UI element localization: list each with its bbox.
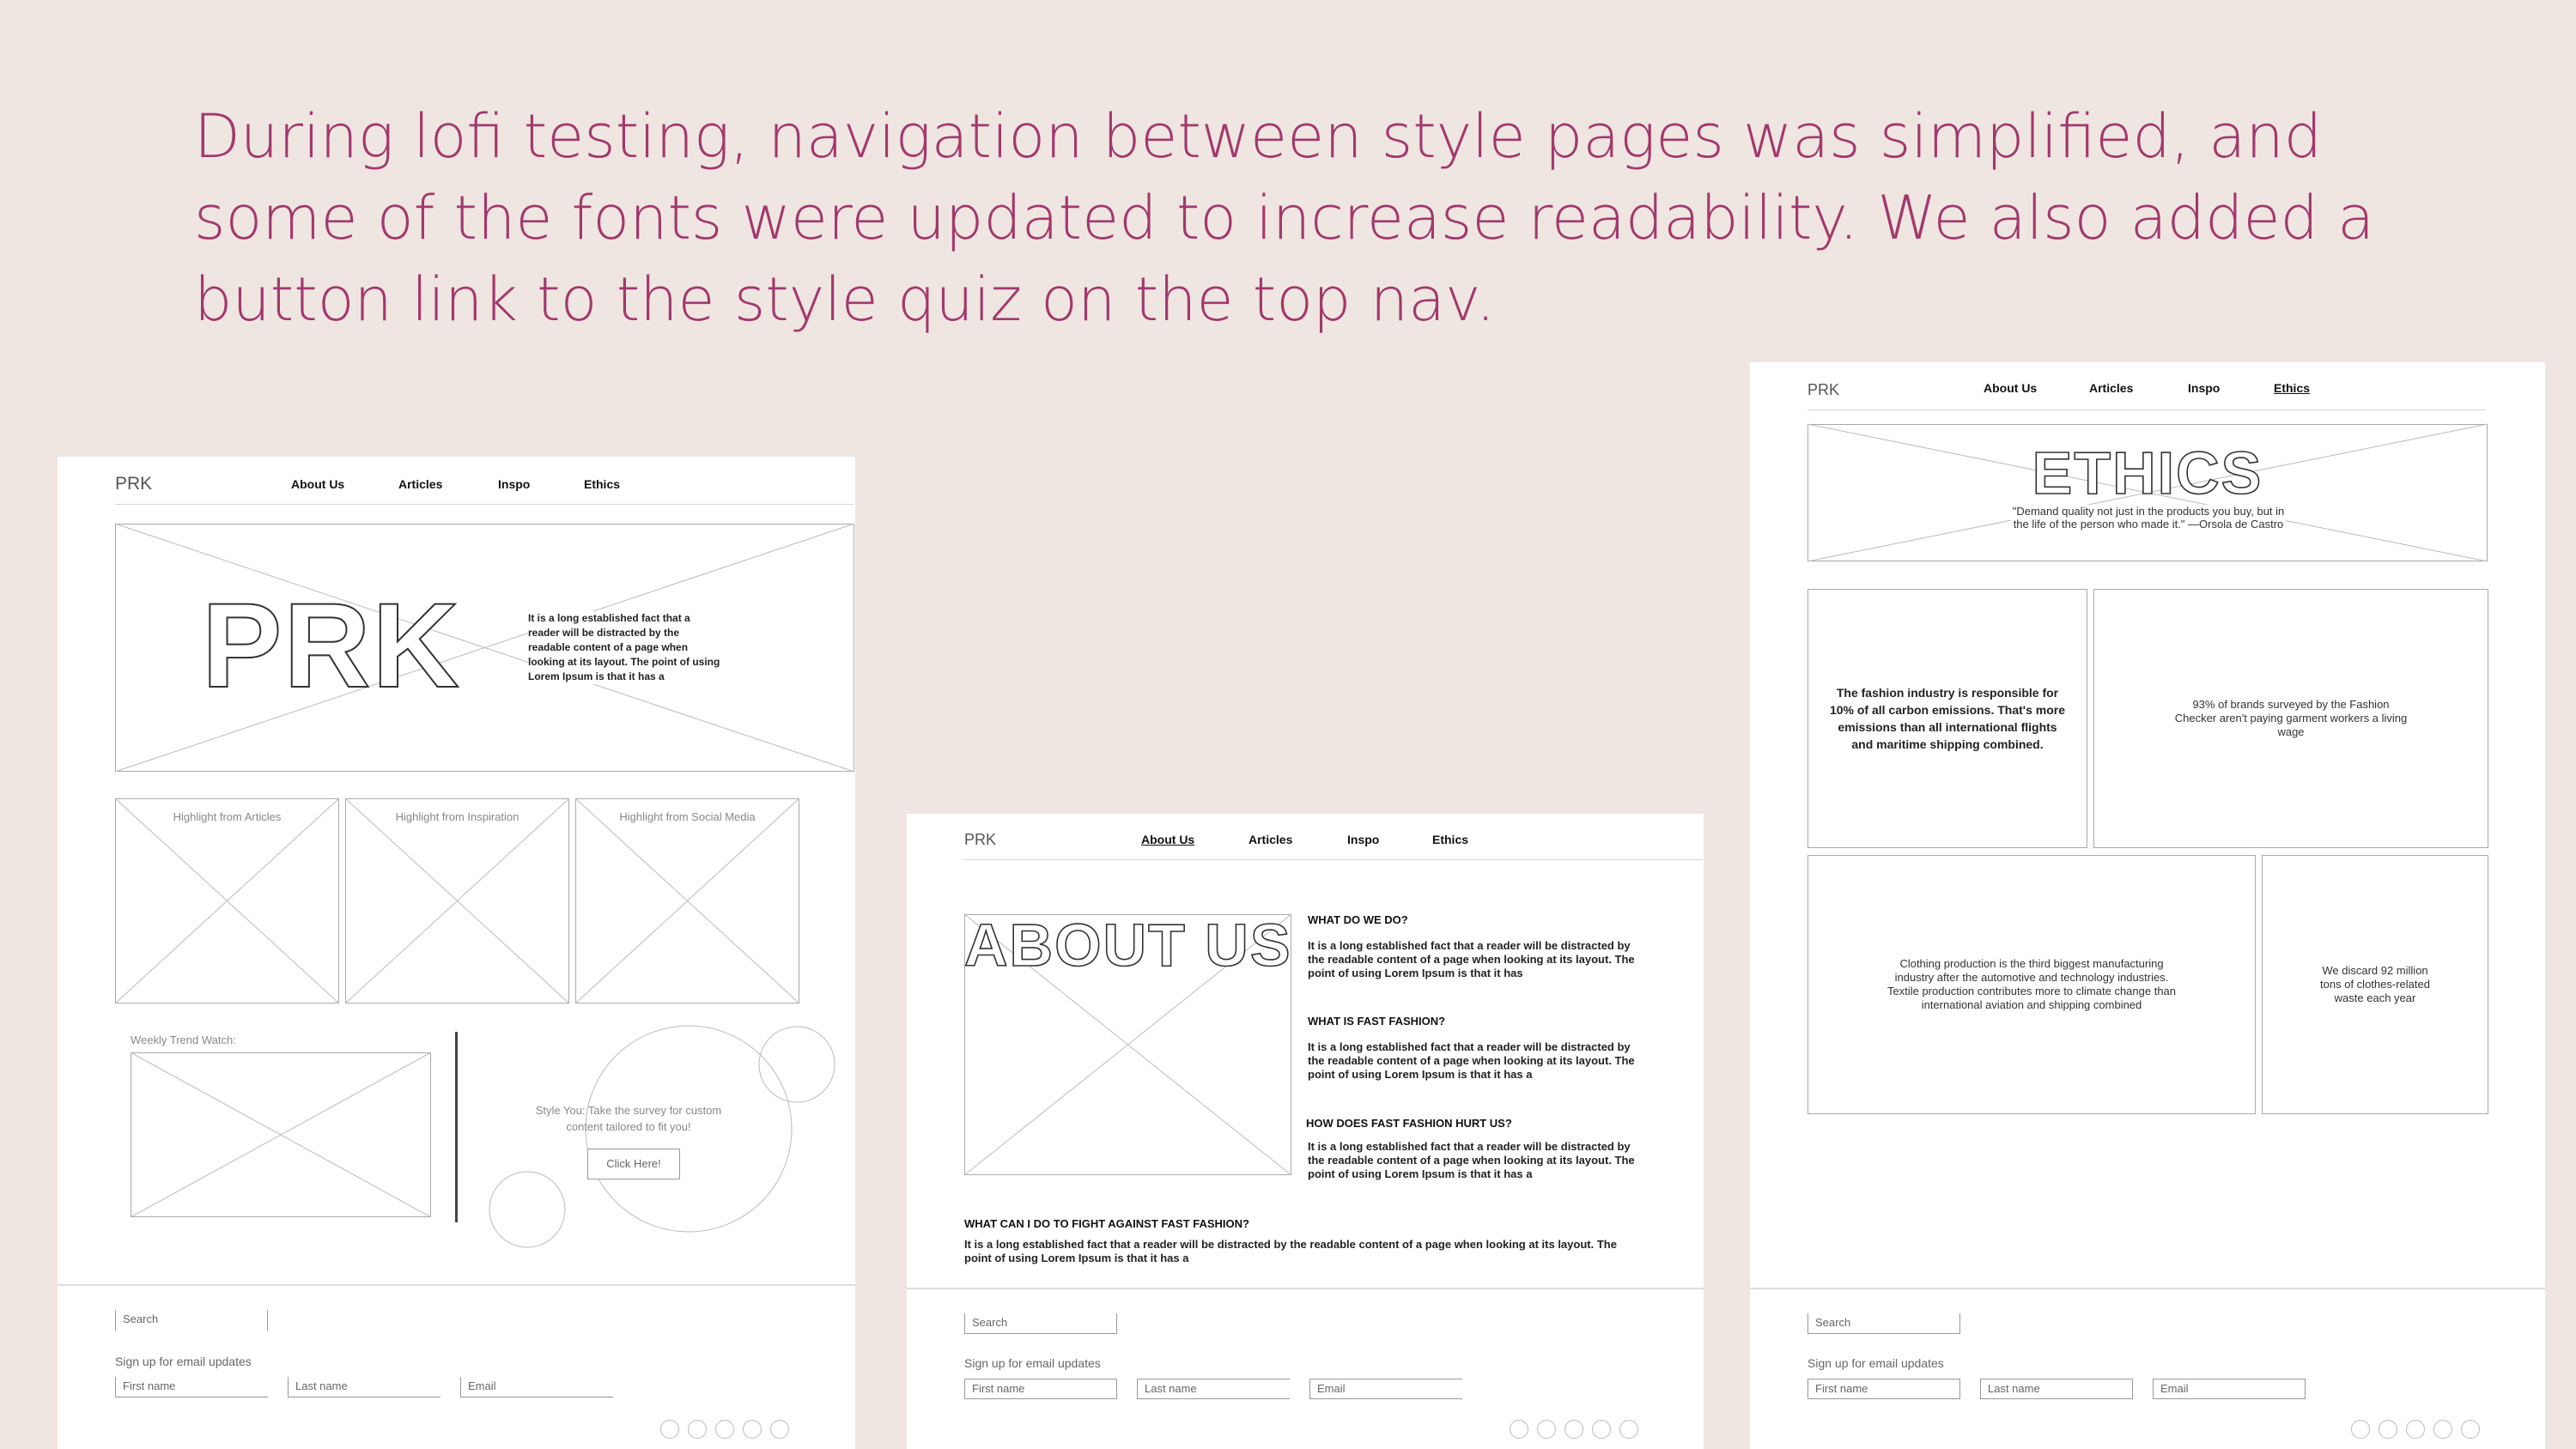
email-field[interactable]: Email — [1309, 1379, 1462, 1399]
footer: Search Sign up for email updates First n… — [907, 1288, 1704, 1449]
nav-ethics[interactable]: Ethics — [584, 477, 621, 491]
highlight-card-articles — [114, 797, 340, 1004]
nav-divider — [115, 504, 854, 505]
social-icon[interactable] — [770, 1420, 789, 1439]
section-body: It is a long established fact that a rea… — [1308, 1140, 1635, 1180]
social-icon[interactable] — [1510, 1420, 1528, 1439]
fact-card: 93% of brands surveyed by the Fashion Ch… — [2093, 589, 2488, 848]
fact-text: Clothing production is the third biggest… — [1886, 957, 2177, 1011]
first-name-field[interactable]: First name — [964, 1379, 1117, 1399]
social-icon[interactable] — [688, 1420, 707, 1439]
home-wireframe: PRK About Us Articles Inspo Ethics PRK I… — [58, 457, 855, 1449]
signup-label: Sign up for email updates — [115, 1355, 252, 1368]
first-name-field[interactable]: First name — [1807, 1379, 1960, 1399]
section-title: WHAT IS FAST FASHION? — [1308, 1015, 1446, 1028]
section-title: WHAT DO WE DO? — [1308, 913, 1408, 926]
hero-image-placeholder — [114, 523, 855, 773]
logo[interactable]: PRK — [964, 831, 997, 848]
nav-inspo[interactable]: Inspo — [2188, 381, 2221, 395]
signup-label: Sign up for email updates — [964, 1356, 1101, 1370]
nav-articles[interactable]: Articles — [2089, 381, 2134, 395]
social-icon[interactable] — [715, 1420, 734, 1439]
highlight-card-inspiration — [344, 797, 570, 1004]
footer: Search Sign up for email updates First n… — [58, 1284, 855, 1449]
ethics-quote: "Demand quality not just in the products… — [2011, 505, 2286, 530]
nav-ethics[interactable]: Ethics — [2274, 381, 2311, 395]
quiz-bubbles — [489, 1025, 835, 1248]
about-hero-word: ABOUT US — [963, 912, 1292, 979]
social-icon[interactable] — [1592, 1420, 1611, 1439]
social-icon[interactable] — [743, 1420, 762, 1439]
ethics-wireframe: PRK About Us Articles Inspo Ethics ETHIC… — [1750, 362, 2545, 1449]
section-title: HOW DOES FAST FASHION HURT US? — [1306, 1117, 1512, 1130]
section-body: It is a long established fact that a rea… — [1308, 1040, 1635, 1081]
trend-watch-label: Weekly Trend Watch: — [131, 1034, 236, 1046]
bottom-body: It is a long established fact that a rea… — [964, 1238, 1617, 1264]
bottom-title: WHAT CAN I DO TO FIGHT AGAINST FAST FASH… — [964, 1217, 1249, 1230]
fact-text: The fashion industry is responsible for … — [1829, 686, 2066, 751]
social-icon[interactable] — [2433, 1420, 2452, 1439]
nav-articles[interactable]: Articles — [398, 477, 443, 491]
about-image-placeholder — [963, 913, 1292, 1176]
first-name-field[interactable]: First name — [115, 1377, 268, 1397]
nav-inspo[interactable]: Inspo — [1347, 833, 1380, 846]
nav-divider — [964, 859, 1703, 860]
fact-card: The fashion industry is responsible for … — [1807, 589, 2087, 848]
search-input[interactable]: Search — [1807, 1313, 1960, 1334]
about-wireframe: PRK About Us Articles Inspo Ethics ABOUT… — [907, 814, 1704, 1449]
highlight-card-social-media — [574, 797, 800, 1004]
fact-card: We discard 92 million tons of clothes-re… — [2262, 855, 2488, 1114]
social-icon[interactable] — [2351, 1420, 2370, 1439]
section-body: It is a long established fact that a rea… — [1308, 939, 1635, 979]
fact-card: Clothing production is the third biggest… — [1807, 855, 2256, 1114]
nav-about-us[interactable]: About Us — [291, 477, 345, 491]
social-icon[interactable] — [1564, 1420, 1583, 1439]
fact-text: 93% of brands surveyed by the Fashion Ch… — [2174, 698, 2408, 738]
email-field[interactable]: Email — [460, 1377, 613, 1397]
fact-text: We discard 92 million tons of clothes-re… — [2320, 964, 2430, 1004]
intro-heading: During lofi testing, navigation between … — [194, 101, 2375, 335]
section-divider — [455, 1032, 458, 1222]
last-name-field[interactable]: Last name — [1137, 1379, 1290, 1399]
nav-ethics[interactable]: Ethics — [1432, 833, 1469, 846]
highlight-label-inspiration: Highlight from Inspiration — [395, 810, 519, 823]
social-icon[interactable] — [1537, 1420, 1556, 1439]
nav-about-us[interactable]: About Us — [1984, 381, 2038, 395]
nav-inspo[interactable]: Inspo — [498, 477, 531, 491]
logo[interactable]: PRK — [1807, 381, 1840, 398]
ethics-hero-word: ETHICS — [2032, 440, 2263, 506]
email-field[interactable]: Email — [2153, 1379, 2306, 1399]
nav-articles[interactable]: Articles — [1249, 833, 1293, 846]
quiz-text: Style You: Take the survey for custom co… — [535, 1104, 722, 1133]
ethics-banner-placeholder — [1807, 423, 2488, 562]
search-input[interactable]: Search — [115, 1310, 268, 1331]
hero-word: PRK — [201, 578, 461, 712]
highlight-label-articles: Highlight from Articles — [173, 810, 282, 823]
social-icons — [660, 1420, 789, 1439]
highlight-label-social-media: Highlight from Social Media — [619, 810, 756, 823]
quiz-button[interactable]: Click Here! — [587, 1149, 680, 1179]
nav-divider — [1807, 409, 2486, 410]
hero-text: It is a long established fact that a rea… — [528, 611, 724, 684]
footer: Search Sign up for email updates First n… — [1750, 1288, 2545, 1449]
trend-watch-placeholder — [130, 1052, 432, 1218]
social-icon[interactable] — [660, 1420, 679, 1439]
last-name-field[interactable]: Last name — [1980, 1379, 2133, 1399]
social-icon[interactable] — [2406, 1420, 2425, 1439]
social-icons — [2351, 1420, 2480, 1439]
signup-label: Sign up for email updates — [1807, 1356, 1944, 1370]
nav-about-us[interactable]: About Us — [1141, 833, 1195, 846]
logo[interactable]: PRK — [115, 474, 153, 494]
social-icon[interactable] — [2461, 1420, 2480, 1439]
social-icons — [1510, 1420, 1638, 1439]
social-icon[interactable] — [1619, 1420, 1638, 1439]
social-icon[interactable] — [2379, 1420, 2397, 1439]
last-name-field[interactable]: Last name — [288, 1377, 440, 1397]
search-input[interactable]: Search — [964, 1313, 1117, 1334]
